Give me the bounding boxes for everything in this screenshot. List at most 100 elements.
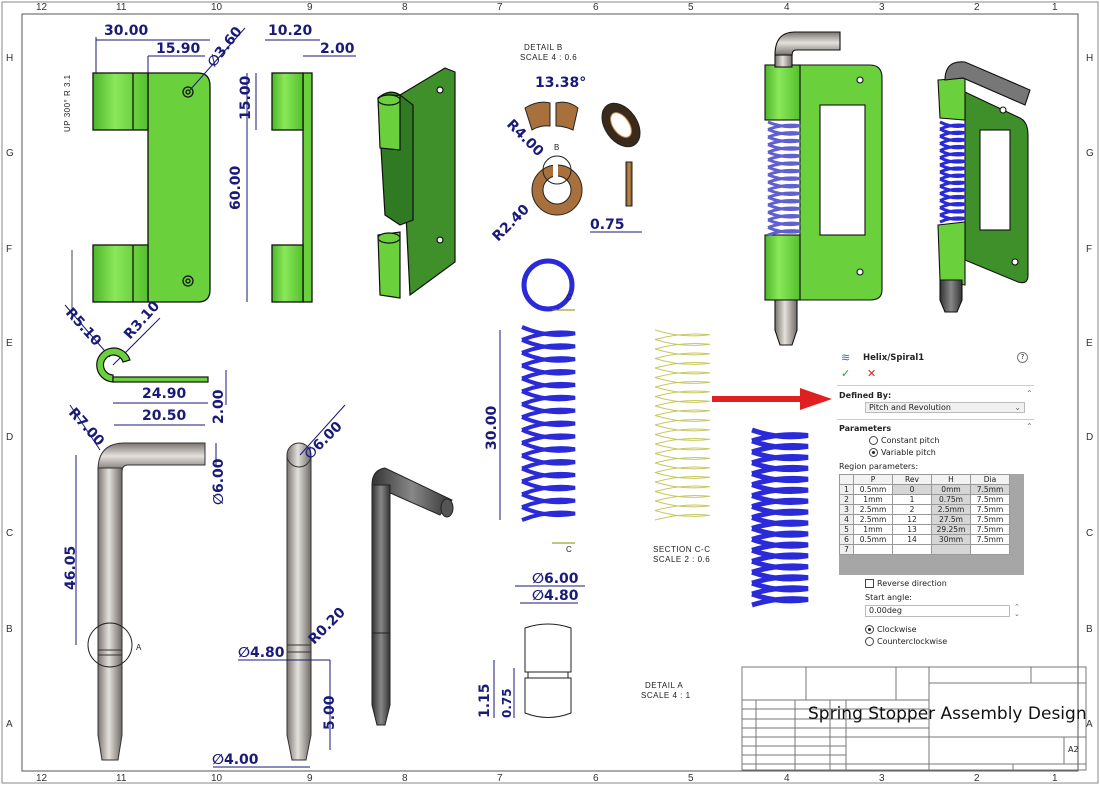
spring-coil bbox=[767, 211, 801, 222]
zone-row: F bbox=[6, 244, 12, 255]
defined-by-select[interactable]: Pitch and Revolution ⌄ bbox=[865, 402, 1025, 413]
clockwise-radio[interactable]: Clockwise bbox=[865, 625, 917, 634]
help-icon[interactable]: ? bbox=[1017, 352, 1028, 363]
collapse-chevron-icon[interactable]: ⌃ bbox=[1026, 422, 1033, 431]
spring-coil bbox=[767, 135, 801, 147]
spring-coil bbox=[654, 510, 711, 521]
col-header: Rev bbox=[892, 474, 932, 485]
spring-coil bbox=[751, 504, 809, 520]
spring-coil bbox=[654, 481, 711, 492]
reverse-direction-checkbox[interactable]: Reverse direction bbox=[865, 579, 947, 588]
table-cell[interactable]: 7.5mm bbox=[970, 534, 1010, 545]
table-cell[interactable]: 7.5mm bbox=[970, 484, 1010, 495]
constant-pitch-radio[interactable]: Constant pitch bbox=[869, 436, 939, 445]
table-cell[interactable]: 14 bbox=[892, 534, 932, 545]
row-number: 3 bbox=[839, 504, 854, 515]
zone-col: 10 bbox=[211, 2, 223, 13]
row-number: 4 bbox=[839, 514, 854, 525]
radio-icon bbox=[865, 637, 874, 646]
zone-row: D bbox=[1086, 432, 1093, 443]
table-cell[interactable]: 1mm bbox=[853, 494, 893, 505]
spring-coil bbox=[521, 453, 576, 471]
table-cell[interactable]: 0.75m bbox=[931, 494, 971, 505]
table-cell[interactable]: 2.5mm bbox=[931, 504, 971, 515]
spring-coil bbox=[654, 424, 711, 435]
table-cell[interactable]: 2 bbox=[892, 504, 932, 515]
pin-isometric-view bbox=[371, 467, 454, 726]
assembly-isometric-view bbox=[937, 61, 1031, 313]
table-cell[interactable]: 30mm bbox=[931, 534, 971, 545]
table-row[interactable]: 7 bbox=[839, 544, 1010, 555]
table-cell[interactable]: 0.5mm bbox=[853, 484, 893, 495]
spring-top-view bbox=[521, 258, 575, 312]
dim-spring-len: 30.00 bbox=[484, 405, 500, 450]
table-cell[interactable]: 0mm bbox=[931, 484, 971, 495]
spring-coil bbox=[939, 177, 966, 188]
spin-stepper-icon[interactable]: ⌃⌄ bbox=[1014, 603, 1020, 618]
cancel-x-icon[interactable]: ✕ bbox=[867, 367, 877, 380]
zone-col: 12 bbox=[36, 773, 48, 784]
table-cell[interactable] bbox=[892, 544, 932, 555]
table-cell[interactable]: 1 bbox=[892, 494, 932, 505]
table-cell[interactable]: 13 bbox=[892, 524, 932, 535]
chevron-down-icon: ⌄ bbox=[1014, 403, 1021, 412]
table-cell[interactable]: 0.5mm bbox=[853, 534, 893, 545]
table-cell[interactable]: 2.5mm bbox=[853, 504, 893, 515]
dim-height: 60.00 bbox=[228, 165, 244, 210]
start-angle-input[interactable]: 0.00deg bbox=[865, 605, 1010, 617]
zone-row: H bbox=[6, 53, 13, 64]
spring-coil bbox=[939, 213, 966, 224]
spring-coil bbox=[654, 443, 711, 454]
table-cell[interactable]: 0 bbox=[892, 484, 932, 495]
dim-pin-groove: R0.20 bbox=[306, 604, 350, 648]
table-cell[interactable]: 2.5mm bbox=[853, 514, 893, 525]
spring-coil bbox=[654, 358, 711, 369]
spring-coil bbox=[751, 580, 809, 597]
col-header: H bbox=[931, 474, 971, 485]
table-cell[interactable]: 12 bbox=[892, 514, 932, 525]
radio-label: Clockwise bbox=[877, 625, 917, 634]
spring-isometric-view bbox=[751, 427, 809, 608]
washer-isometric-view bbox=[601, 102, 641, 148]
title-block bbox=[741, 666, 1087, 771]
spring-coil bbox=[654, 453, 711, 464]
spring-coil bbox=[767, 180, 801, 192]
table-cell[interactable]: 7.5mm bbox=[970, 494, 1010, 505]
spring-coil bbox=[654, 462, 711, 473]
spring-coil bbox=[521, 505, 576, 522]
section-marker-top: C bbox=[566, 293, 572, 302]
table-cell[interactable]: 29.25m bbox=[931, 524, 971, 535]
spring-coil bbox=[767, 128, 801, 139]
ok-check-icon[interactable]: ✓ bbox=[841, 367, 851, 380]
zone-row: F bbox=[1086, 244, 1092, 255]
spring-coil bbox=[751, 526, 809, 542]
panel-title: Helix/Spiral1 bbox=[863, 353, 925, 363]
table-cell[interactable] bbox=[931, 544, 971, 555]
spring-coil bbox=[521, 479, 576, 497]
table-cell[interactable] bbox=[853, 544, 893, 555]
spring-coil bbox=[939, 192, 966, 202]
variable-pitch-radio[interactable]: Variable pitch bbox=[869, 448, 936, 457]
zone-col: 7 bbox=[497, 773, 503, 784]
table-cell[interactable] bbox=[970, 544, 1010, 555]
dim-pin-neck: ∅4.80 bbox=[238, 645, 285, 661]
zone-labels: 12 11 10 9 8 7 6 5 4 3 2 1 12 11 10 9 8 … bbox=[6, 2, 1094, 784]
table-cell[interactable]: 7.5mm bbox=[970, 514, 1010, 525]
table-cell[interactable]: 1mm bbox=[853, 524, 893, 535]
checkbox-icon bbox=[865, 579, 874, 588]
table-cell[interactable]: 7.5mm bbox=[970, 524, 1010, 535]
spring-coil bbox=[767, 195, 801, 207]
counterclockwise-radio[interactable]: Counterclockwise bbox=[865, 637, 947, 646]
spring-coil bbox=[654, 377, 711, 388]
table-cell[interactable]: 7.5mm bbox=[970, 504, 1010, 515]
table-cell[interactable]: 27.5m bbox=[931, 514, 971, 525]
section-cc-title: SECTION C-C bbox=[653, 545, 711, 554]
collapse-chevron-icon[interactable]: ⌃ bbox=[1026, 389, 1033, 398]
